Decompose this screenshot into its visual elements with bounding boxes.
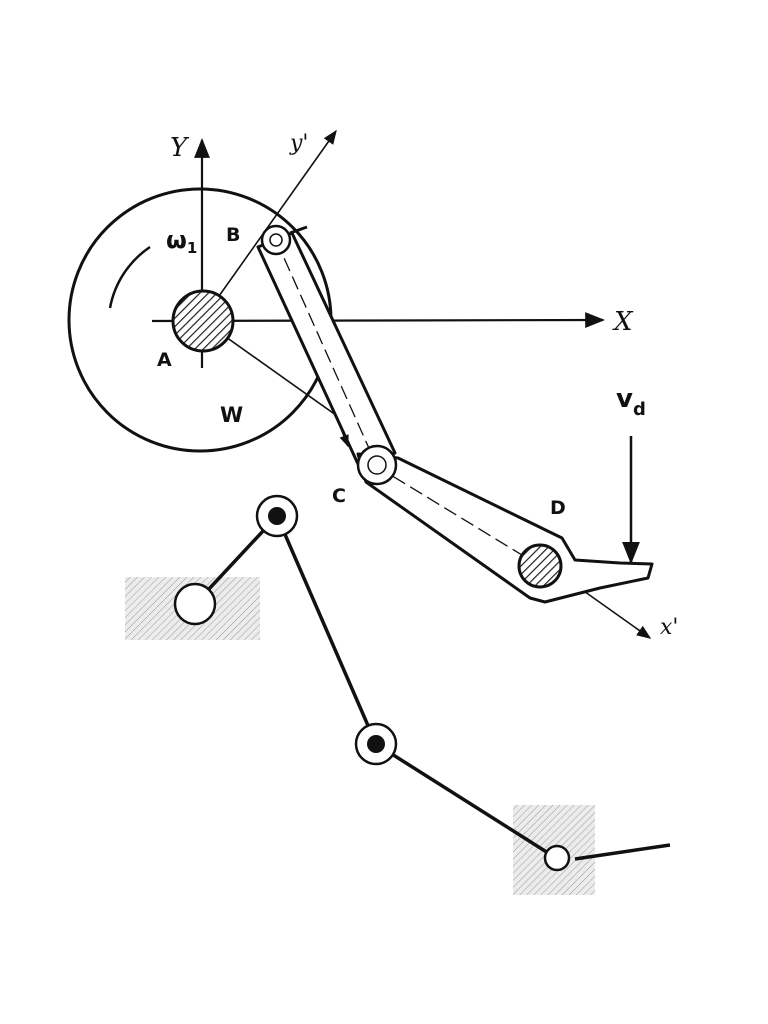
angular-velocity-arc: [108, 245, 151, 309]
y-axis-label: Y: [170, 133, 190, 163]
link-cd-centerline: [375, 465, 541, 567]
x-prime-axis-label: x': [660, 615, 678, 640]
y-prime-axis: [201, 129, 337, 321]
pin-a: [171, 289, 235, 353]
schematic-drawing: [125, 494, 671, 895]
omega-label: ω1: [166, 226, 197, 257]
pin-b-tick: [289, 225, 308, 235]
schematic-ground-pivot-a: [173, 582, 217, 626]
link-bc: [256, 231, 397, 466]
point-b-label: B: [226, 224, 240, 246]
velocity-subscript: d: [633, 399, 646, 420]
omega-symbol: ω: [166, 226, 187, 254]
schematic-joint-c-inner: [367, 735, 385, 753]
mechanism-drawing: Y X y' x' A B C D W ω1 vd: [67, 129, 678, 640]
omega-subscript: 1: [187, 239, 197, 257]
wheel-label: W: [220, 403, 243, 427]
x-axis-label: X: [612, 307, 634, 337]
point-c-label: C: [332, 485, 346, 507]
schematic-output-link: [574, 843, 671, 861]
y-prime-axis-label: y': [289, 131, 308, 156]
pin-c-inner: [367, 455, 387, 475]
pin-b-inner: [269, 233, 283, 247]
schematic-joint-b-inner: [268, 507, 286, 525]
link-bc-centerline: [275, 239, 377, 465]
link-cd: [356, 452, 654, 604]
schematic-ground-pivot-d: [543, 844, 571, 872]
point-d-label: D: [550, 497, 566, 519]
bc-direction-arrow: [337, 419, 349, 448]
pin-d: [517, 543, 563, 589]
velocity-symbol: v: [616, 384, 633, 414]
point-a-label: A: [157, 349, 172, 371]
velocity-label: vd: [616, 384, 646, 420]
schematic-links: [193, 514, 557, 860]
